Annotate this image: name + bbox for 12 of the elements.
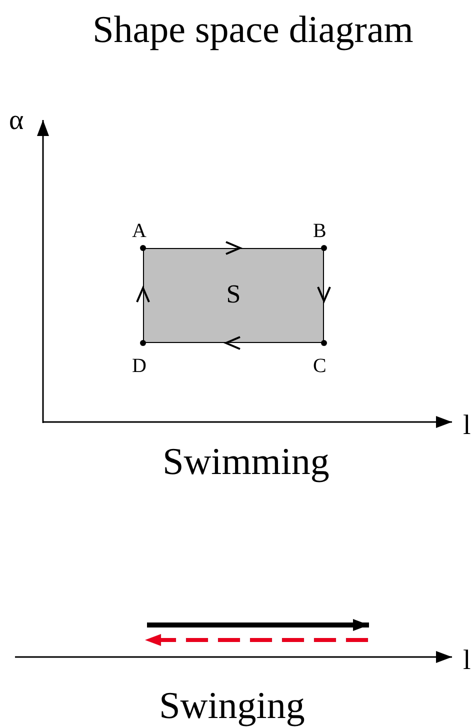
point-label: B <box>313 220 326 242</box>
region-label: S <box>226 279 241 309</box>
caption: Swimming <box>162 440 330 484</box>
point-label: A <box>132 220 146 242</box>
title: Shape space diagram <box>92 8 414 52</box>
point-label: C <box>313 355 326 377</box>
axis-label: α <box>9 106 24 136</box>
point-label: D <box>132 355 146 377</box>
shaded-region <box>143 248 324 343</box>
axis-label: l <box>463 646 471 676</box>
caption: Swinging <box>158 684 306 727</box>
axis-label: l <box>463 411 471 441</box>
